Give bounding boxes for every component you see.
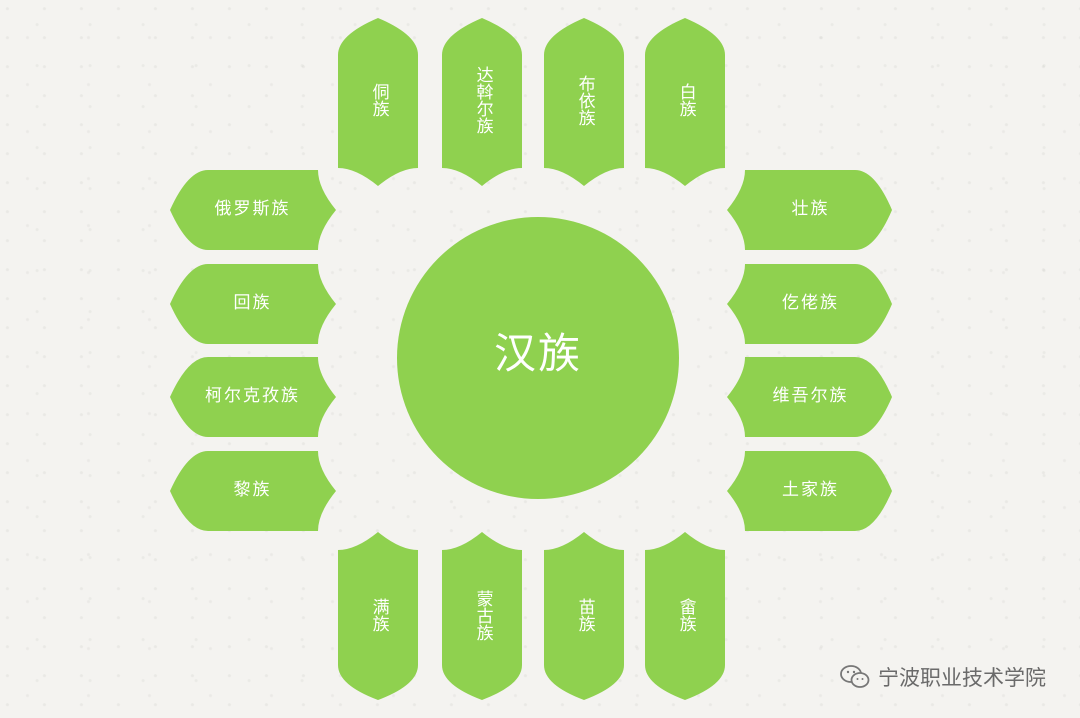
tab-bottom-2 (442, 532, 522, 700)
tab-right-2 (727, 264, 892, 344)
tab-bottom-4 (645, 532, 725, 700)
tab-left-1 (170, 170, 336, 250)
watermark-text: 宁波职业技术学院 (878, 666, 1046, 690)
tab-top-2 (442, 18, 522, 186)
tab-right-4 (727, 451, 892, 531)
center-label: 汉族 (493, 329, 582, 378)
tab-left-4 (170, 451, 336, 531)
tab-left-3 (170, 357, 336, 437)
tab-right-1 (727, 170, 892, 250)
tab-top-4 (645, 18, 725, 186)
wechat-icon (840, 664, 870, 690)
tab-top-3 (544, 18, 624, 186)
tab-bottom-3 (544, 532, 624, 700)
tab-top-1 (338, 18, 418, 186)
watermark: 宁波职业技术学院 (840, 662, 1046, 692)
tab-left-2 (170, 264, 336, 344)
center-circle (397, 217, 679, 499)
tab-right-3 (727, 357, 892, 437)
tab-bottom-1 (338, 532, 418, 700)
